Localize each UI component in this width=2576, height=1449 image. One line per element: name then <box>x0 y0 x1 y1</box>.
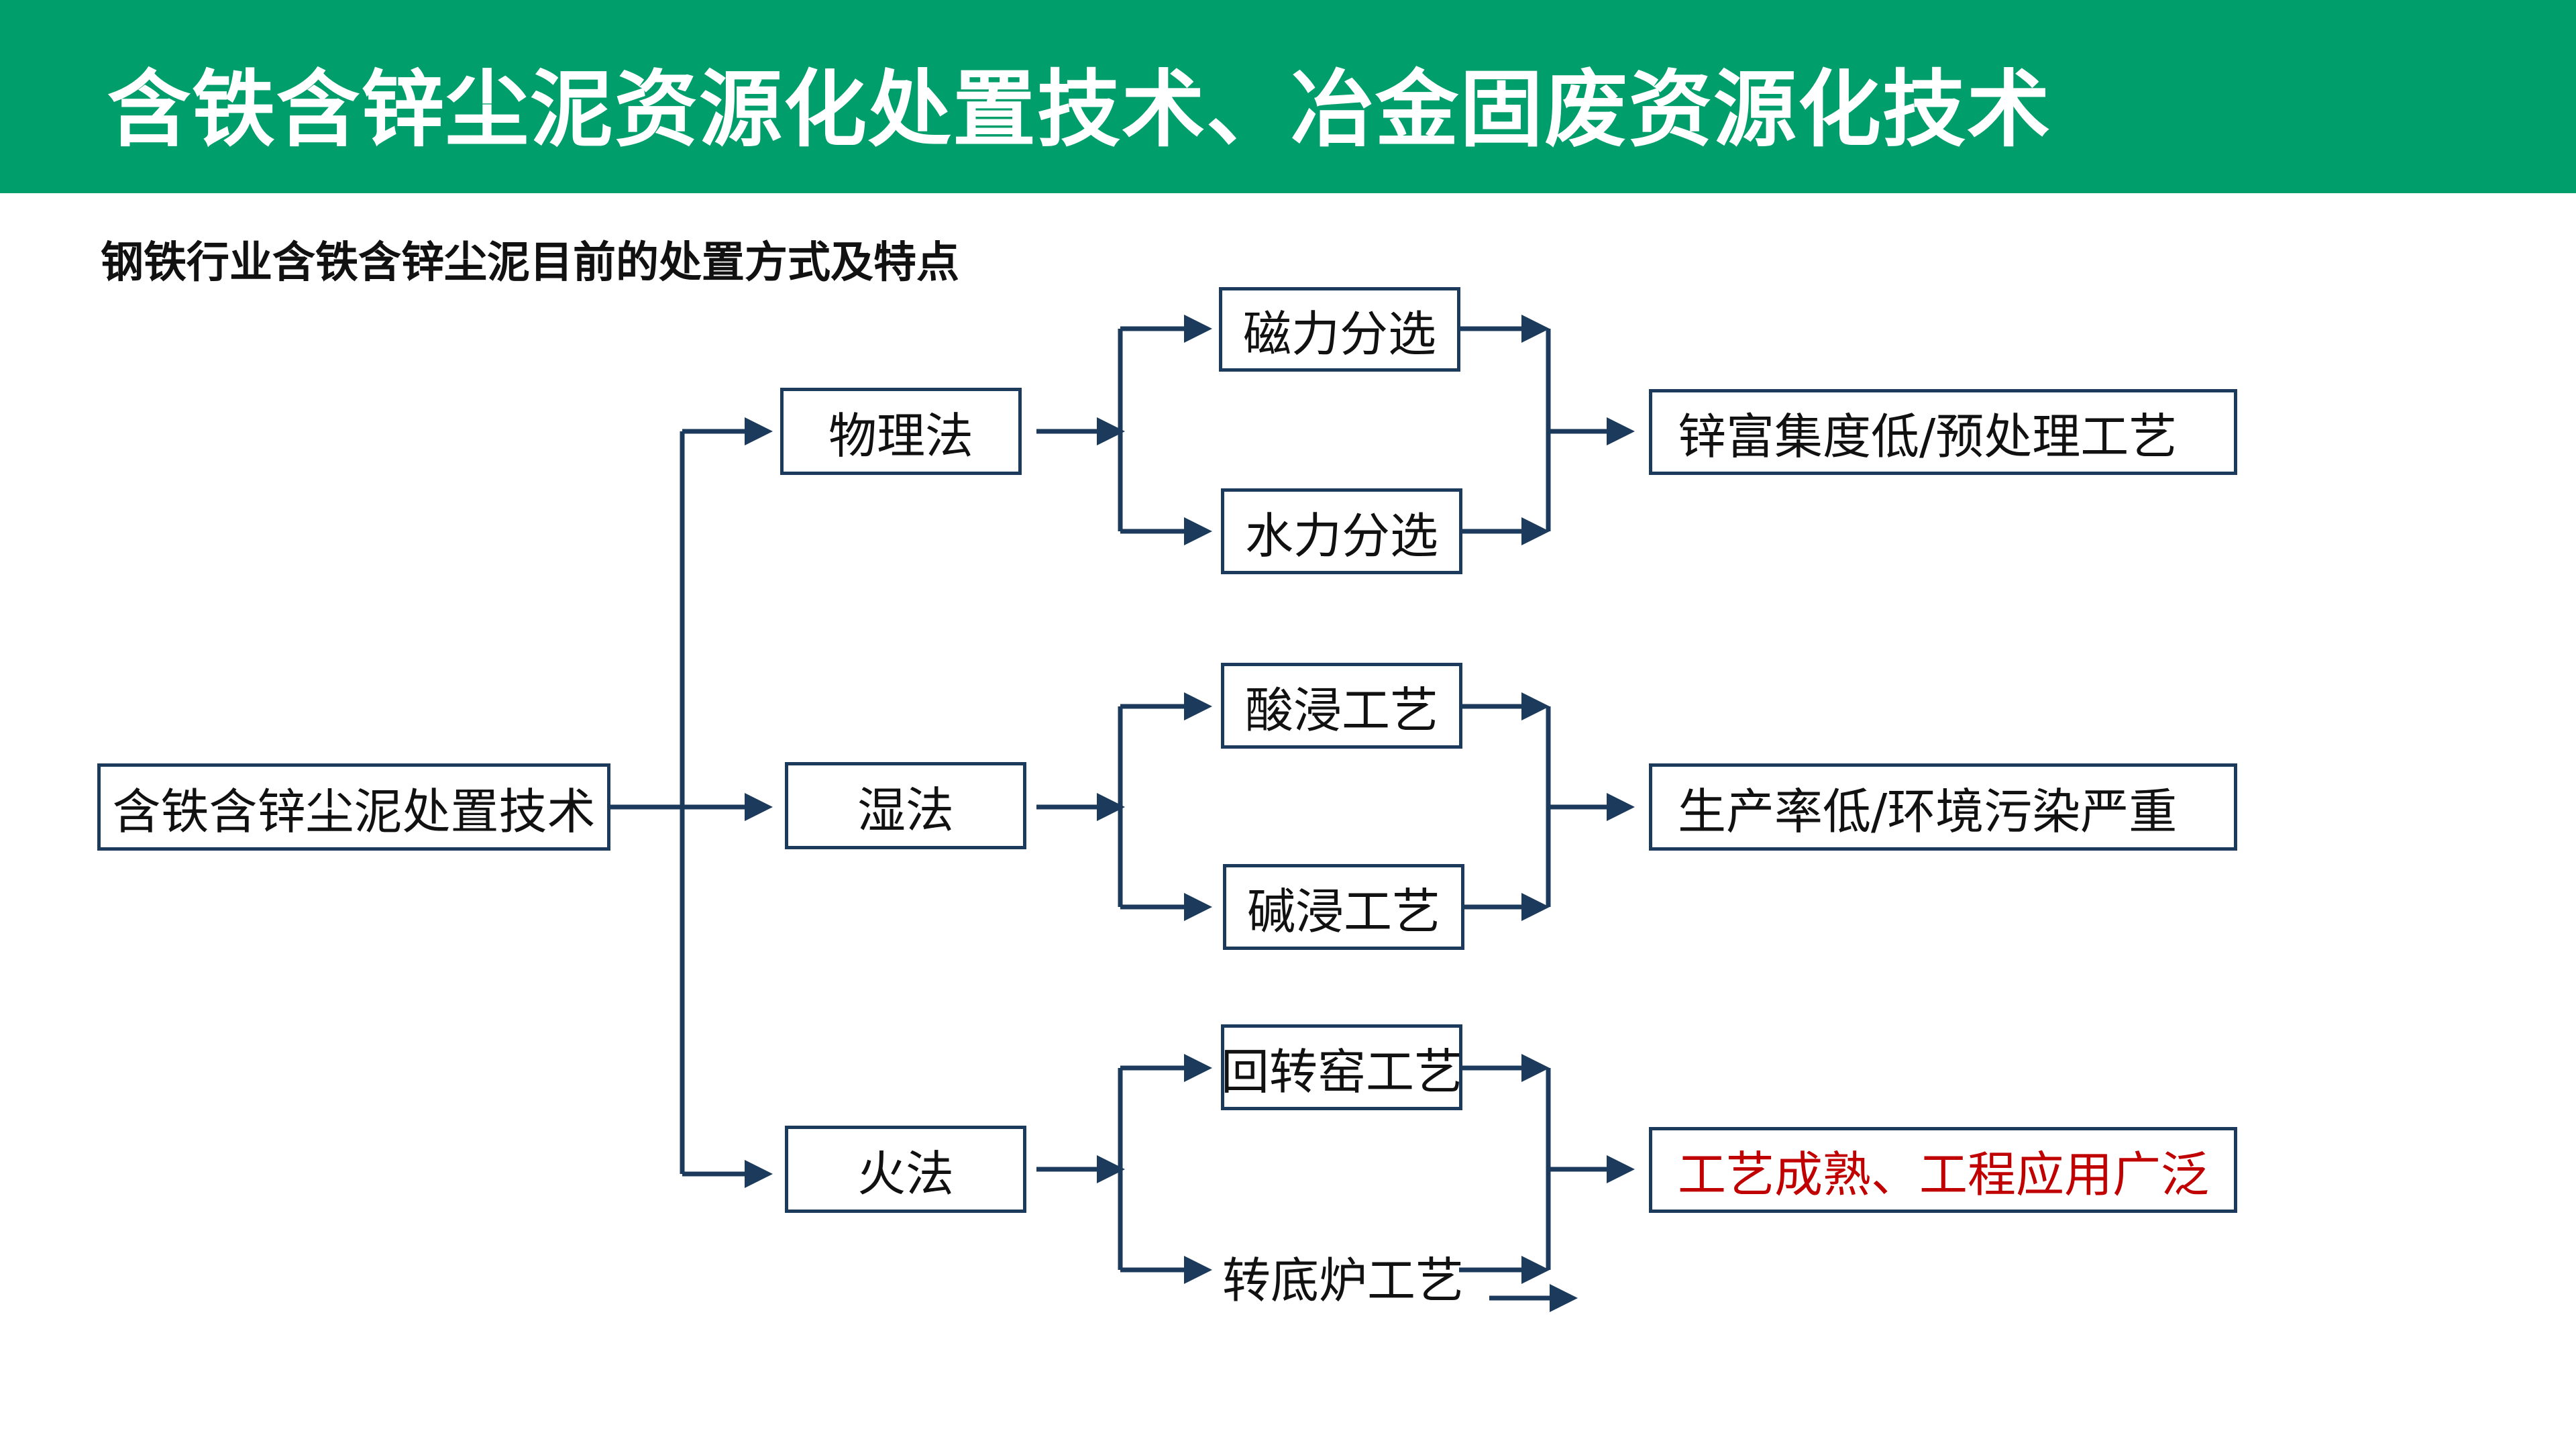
diagram-subtitle: 钢铁行业含铁含锌尘泥目前的处置方式及特点 <box>101 238 959 288</box>
process-rotary-kiln: 回转窑工艺 <box>1221 1024 1462 1110</box>
process-alkali-leaching: 碱浸工艺 <box>1223 864 1464 950</box>
process-hydraulic-separation: 水力分选 <box>1221 488 1462 574</box>
process-rotary-hearth: 转底炉工艺 <box>1222 1252 1464 1309</box>
title-bar <box>0 0 2576 193</box>
method-fire: 火法 <box>785 1126 1026 1213</box>
page-title: 含铁含锌尘泥资源化处置技术、冶金固废资源化技术 <box>107 62 2052 158</box>
method-wet: 湿法 <box>785 762 1026 849</box>
result-fire: 工艺成熟、工程应用广泛 <box>1649 1127 2237 1213</box>
root-node: 含铁含锌尘泥处置技术 <box>97 763 610 851</box>
process-magnetic-separation: 磁力分选 <box>1219 287 1460 372</box>
result-physical: 锌富集度低/预处理工艺 <box>1649 389 2237 475</box>
process-acid-leaching: 酸浸工艺 <box>1221 663 1462 749</box>
method-physical: 物理法 <box>780 388 1022 475</box>
result-wet: 生产率低/环境污染严重 <box>1649 763 2237 851</box>
